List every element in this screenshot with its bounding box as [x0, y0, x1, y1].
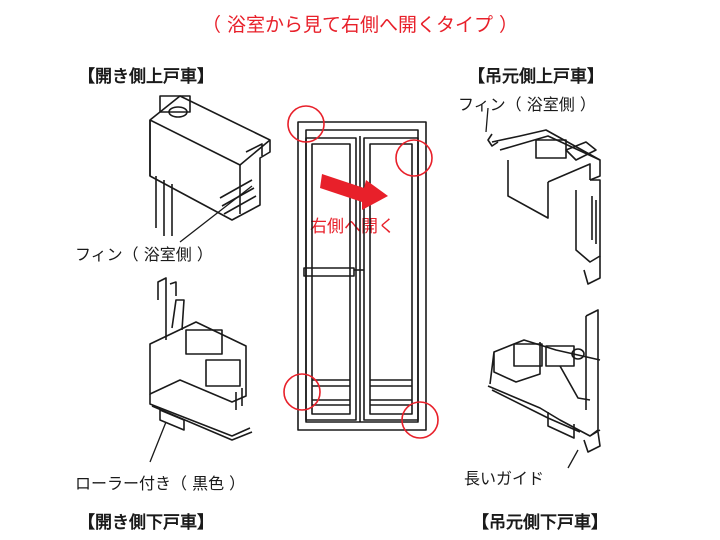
callout-fin-right: フィン（ 浴室側 ） [458, 95, 596, 114]
open-side-upper-roller-part [149, 95, 271, 236]
open-side-lower-roller-part [149, 277, 253, 441]
door-open-direction-label: 右側へ開く [310, 217, 395, 237]
fin-right-leader [485, 107, 489, 133]
roller-leader [149, 421, 167, 463]
callout-fin-left: フィン（ 浴室側 ） [75, 245, 213, 264]
callout-long-guide: 長いガイド [464, 469, 545, 488]
callout-roller: ローラー付き（ 黒色 ） [75, 474, 246, 493]
label-open-side-lower: 【開き側下戸車】 [78, 513, 214, 533]
highlight-circles [283, 105, 439, 439]
open-right-arrow [320, 174, 388, 210]
long-guide-leader [567, 449, 579, 469]
highlight-circle-top-left [287, 105, 325, 143]
folding-door [297, 121, 427, 431]
page-title: （ 浴室から見て右側へ開くタイプ ） [201, 14, 519, 36]
hinge-side-lower-roller-part [487, 309, 601, 453]
label-open-side-upper: 【開き側上戸車】 [78, 67, 214, 87]
highlight-circle-bottom-right [401, 401, 439, 439]
highlight-circle-top-right [395, 139, 433, 177]
highlight-circle-bottom-left [283, 373, 321, 411]
hinge-side-upper-roller-part [487, 129, 601, 285]
label-hinge-side-upper: 【吊元側上戸車】 [468, 67, 604, 87]
label-hinge-side-lower: 【吊元側下戸車】 [472, 513, 608, 533]
fin-left-leader [179, 185, 253, 243]
